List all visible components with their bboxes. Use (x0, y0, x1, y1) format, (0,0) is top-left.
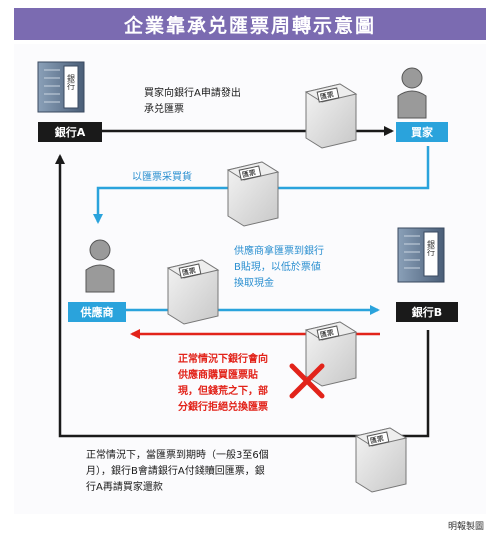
diagram-title: 企業靠承兑匯票周轉示意圖 (14, 8, 486, 40)
step4-line-4: 分銀行拒絕兑換匯票 (178, 402, 268, 413)
step5-line-1: 正常情況下，當匯票到期時（一般3至6個 (86, 450, 269, 461)
step3-line-2: B貼現，以低於票値 (234, 262, 321, 273)
step4-line-1: 正常情況下銀行會向 (178, 354, 268, 365)
bank-b-label: 銀行B (396, 302, 458, 322)
bill-stack-3 (166, 259, 220, 325)
bill-stack-5 (354, 427, 408, 493)
bill-label-3: 匯票 (181, 266, 197, 278)
credit-text: 明報製圖 (447, 522, 484, 532)
step2-line-1: 以匯票采買貨 (132, 172, 192, 183)
bill-label-4: 匯票 (319, 328, 335, 340)
step1-line-1: 買家向銀行A申請發出 (144, 88, 241, 99)
bill-label-1: 匯票 (319, 90, 335, 102)
bank-a-building-sign: 銀行 (67, 73, 76, 91)
step3-line-3: 換取現金 (234, 278, 274, 289)
rejected-x-icon (289, 363, 325, 399)
step1-line-2: 承兑匯票 (144, 104, 184, 115)
bank-b-building-icon (397, 227, 445, 283)
bank-b-building-sign: 銀行 (427, 239, 436, 257)
step4-note: 正常情況下銀行會向 供應商購買匯票貼 現，但錢荒之下，部 分銀行拒絕兑換匯票 (178, 352, 268, 416)
arrow-bank-b-to-bank-a (55, 154, 430, 438)
buyer-person-icon (397, 67, 427, 119)
bill-label-2: 匯票 (241, 168, 257, 180)
buyer-label: 買家 (396, 122, 448, 142)
bank-a-label: 銀行A (38, 122, 102, 142)
step4-line-2: 供應商購買匯票貼 (178, 370, 258, 381)
step5-note: 正常情況下，當匯票到期時（一般3至6個 月），銀行B會請銀行A付錢贖回匯票，銀 … (86, 448, 269, 496)
supplier-person-icon (85, 239, 115, 293)
bill-stack-1 (304, 83, 358, 149)
step5-line-2: 月），銀行B會請銀行A付錢贖回匯票，銀 (86, 466, 265, 477)
step3-line-1: 供應商拿匯票到銀行 (234, 246, 324, 257)
step3-note: 供應商拿匯票到銀行 B貼現，以低於票値 換取現金 (234, 244, 324, 292)
bill-stack-2 (226, 161, 280, 227)
step5-line-3: 行A再請買家還款 (86, 482, 163, 493)
step1-note: 買家向銀行A申請發出 承兑匯票 (144, 86, 241, 118)
bill-label-5: 匯票 (369, 434, 385, 446)
step2-note: 以匯票采買貨 (132, 170, 192, 186)
supplier-label: 供應商 (68, 302, 126, 322)
step4-line-3: 現，但錢荒之下，部 (178, 386, 268, 397)
bank-a-building-icon (37, 61, 85, 113)
